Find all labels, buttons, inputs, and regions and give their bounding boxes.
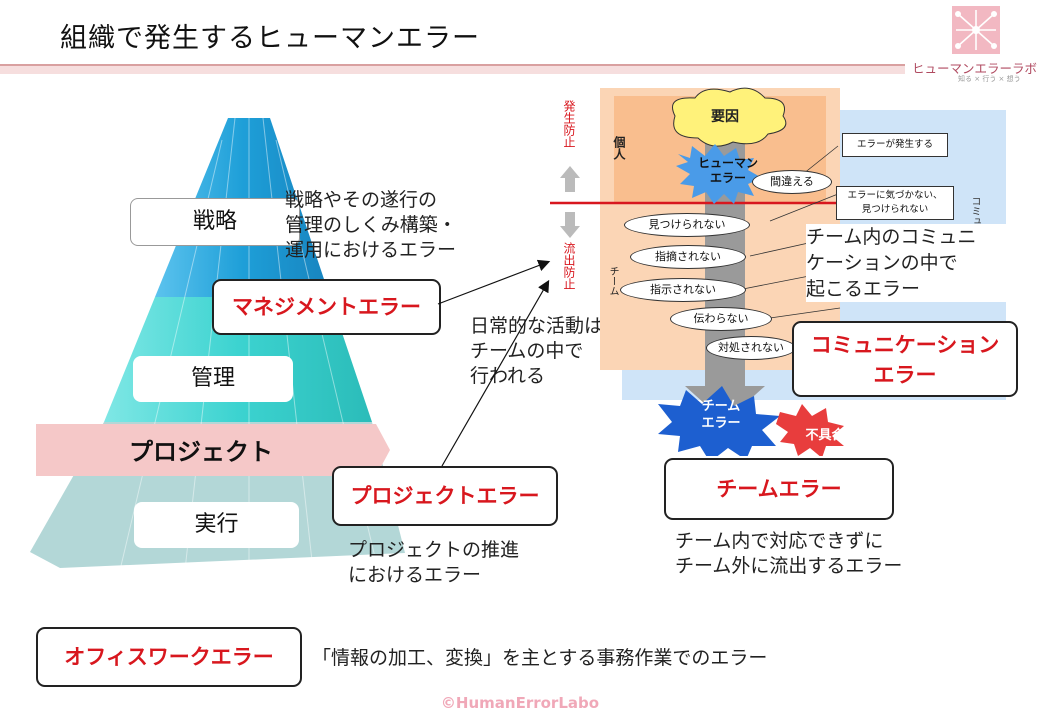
cause-label: 要因 <box>711 109 739 125</box>
note-error-occurs: エラーが発生する <box>842 133 948 157</box>
pyramid-label-execution: 実行 <box>134 502 299 548</box>
logo-name: ヒューマンエラーラボ <box>912 61 1038 76</box>
team-error-burst-icon <box>658 386 780 456</box>
human-error-burst-icon <box>676 144 762 204</box>
pyramid-label-management: 管理 <box>133 356 293 402</box>
office-work-description: 「情報の加工、変換」を主とする事務作業でのエラー <box>312 647 768 669</box>
defect-label: 不具合 <box>805 428 845 443</box>
project-description: プロジェクトの推進 におけるエラー <box>348 539 520 586</box>
oval-make-mistake: 間違える <box>752 170 832 194</box>
communication-description: チーム内のコミュニ ケーションの中で 起こるエラー <box>806 224 1016 302</box>
team-description: チーム内で対応できずに チーム外に流出するエラー <box>675 530 903 577</box>
up-arrow-icon <box>560 166 580 192</box>
defect-burst-icon <box>776 404 844 456</box>
office-work-error-label: オフィスワークエラー <box>36 627 302 687</box>
down-arrow-icon <box>560 212 580 238</box>
project-error-label: プロジェクトエラー <box>332 466 558 526</box>
human-error-label: ヒューマン エラー <box>697 156 758 185</box>
title-underline-band <box>0 64 905 74</box>
pyramid-label-project: プロジェクト <box>129 438 273 466</box>
prevent-occurrence-label: 発生防止 <box>562 100 576 148</box>
cause-cloud-icon <box>672 87 787 147</box>
project-band <box>36 424 390 476</box>
logo-icon <box>952 6 1000 54</box>
individual-label: 個人 <box>612 136 626 160</box>
oval-not-instructed: 指示されない <box>620 278 746 302</box>
team-side-label: チーム <box>607 266 618 296</box>
team-error-label: チームエラー <box>664 458 894 520</box>
pyramid-label-strategy: 戦略 <box>130 198 300 246</box>
prevent-outflow-label: 流出防止 <box>562 242 576 290</box>
logo-tagline: 知る × 行う × 想う <box>958 75 1021 83</box>
copyright: ©HumanErrorLabo <box>440 694 600 712</box>
oval-not-pointed-out: 指摘されない <box>630 245 746 269</box>
team-error-burst-label: チーム エラー <box>701 399 741 431</box>
management-description: 戦略やその遂行の 管理のしくみ構築・ 運用におけるエラー <box>285 189 457 261</box>
oval-not-conveyed: 伝わらない <box>670 307 772 331</box>
page-title: 組織で発生するヒューマンエラー <box>60 23 480 54</box>
communication-error-label: コミュニケーション エラー <box>792 321 1018 397</box>
oval-not-handled: 対処されない <box>706 336 796 360</box>
oval-not-found: 見つけられない <box>624 213 750 237</box>
title-underline <box>0 64 905 66</box>
note-not-noticed: エラーに気づかない、 見つけられない <box>836 186 954 220</box>
management-error-label: マネジメントエラー <box>212 279 441 335</box>
